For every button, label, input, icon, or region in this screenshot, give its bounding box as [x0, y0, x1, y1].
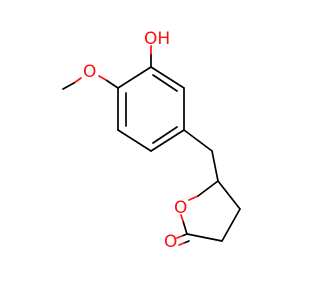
- bond-c4-o: [105, 79, 119, 89]
- bond-c5-c4lactone: [217, 180, 241, 210]
- carbonyl-bond-a-red: [176, 235, 183, 239]
- carbonyl-group: O: [164, 232, 190, 252]
- bond-c6-c1-inner: [152, 126, 178, 144]
- hydroxyl-group: OH: [144, 29, 170, 68]
- bond-c4-c3lactone: [221, 208, 241, 242]
- bond-c2-oring: [182, 220, 188, 235]
- bond-ch2-c5lactone: [211, 150, 219, 182]
- hydroxyl-label: OH: [144, 29, 170, 49]
- carbonyl-bond-b-red: [178, 242, 185, 246]
- bond-o-ch3: [62, 82, 75, 90]
- bond-oring-c5: [197, 180, 219, 197]
- carbonyl-oxygen-label: O: [164, 232, 177, 252]
- methoxy-oxygen-label: O: [83, 62, 96, 82]
- bond-c5-c6: [117, 129, 152, 152]
- bond-c2-c3: [150, 66, 185, 89]
- bond-c4-o-red: [98, 75, 107, 81]
- methoxy-group: O: [62, 62, 119, 90]
- methylene-linker: [183, 129, 219, 182]
- bond-oring-c5-red: [188, 195, 199, 201]
- carbonyl-bond-b: [183, 240, 190, 244]
- bond-c3-c2lactone: [186, 233, 223, 242]
- bond-c2-oring-red: [180, 214, 184, 222]
- ring-oxygen-label: O: [174, 198, 187, 218]
- carbonyl-bond-a: [181, 233, 188, 237]
- bond-c2-c3-inner: [152, 74, 178, 92]
- structure-canvas: OH O O O: [62, 29, 241, 252]
- bond-c3-c4: [117, 66, 152, 89]
- benzene-ring: [117, 66, 185, 152]
- lactone-ring: O: [174, 180, 241, 242]
- bond-o-ch3-red: [73, 77, 82, 84]
- bond-c6-c1: [150, 129, 185, 152]
- bond-c1-ch2: [183, 129, 213, 152]
